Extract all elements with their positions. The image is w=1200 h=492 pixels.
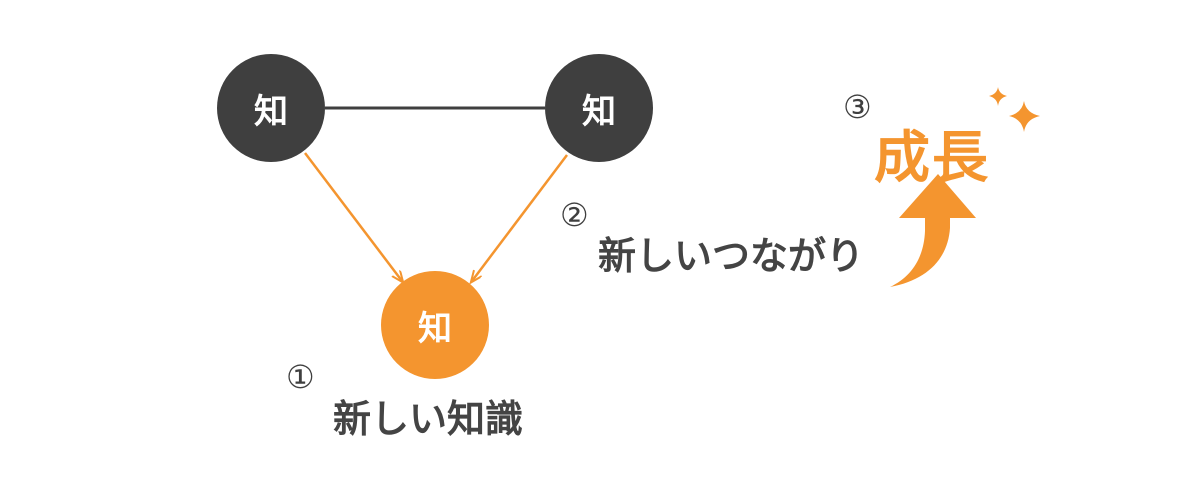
curved-up-arrow-icon bbox=[890, 174, 976, 287]
node-label: 知 bbox=[582, 91, 616, 132]
knowledge-node-right: 知 bbox=[545, 54, 653, 162]
sparkle-icon bbox=[989, 87, 1007, 106]
step-number-2: ② bbox=[560, 196, 589, 234]
arrow-down-right-icon bbox=[304, 152, 402, 281]
new-knowledge-node: 知 bbox=[381, 271, 489, 379]
node-label: 知 bbox=[254, 91, 288, 132]
step-number-3: ③ bbox=[843, 88, 872, 126]
node-label: 知 bbox=[418, 308, 452, 349]
step-label-growth: 成長 bbox=[874, 126, 990, 191]
step-label-new-knowledge: 新しい知識 bbox=[333, 397, 524, 441]
step-label-new-connection: 新しいつながり bbox=[598, 234, 865, 278]
knowledge-node-left: 知 bbox=[217, 54, 325, 162]
arrow-down-left-icon bbox=[472, 154, 568, 281]
step-number-1: ① bbox=[286, 358, 315, 396]
sparkle-icon bbox=[1009, 101, 1040, 132]
